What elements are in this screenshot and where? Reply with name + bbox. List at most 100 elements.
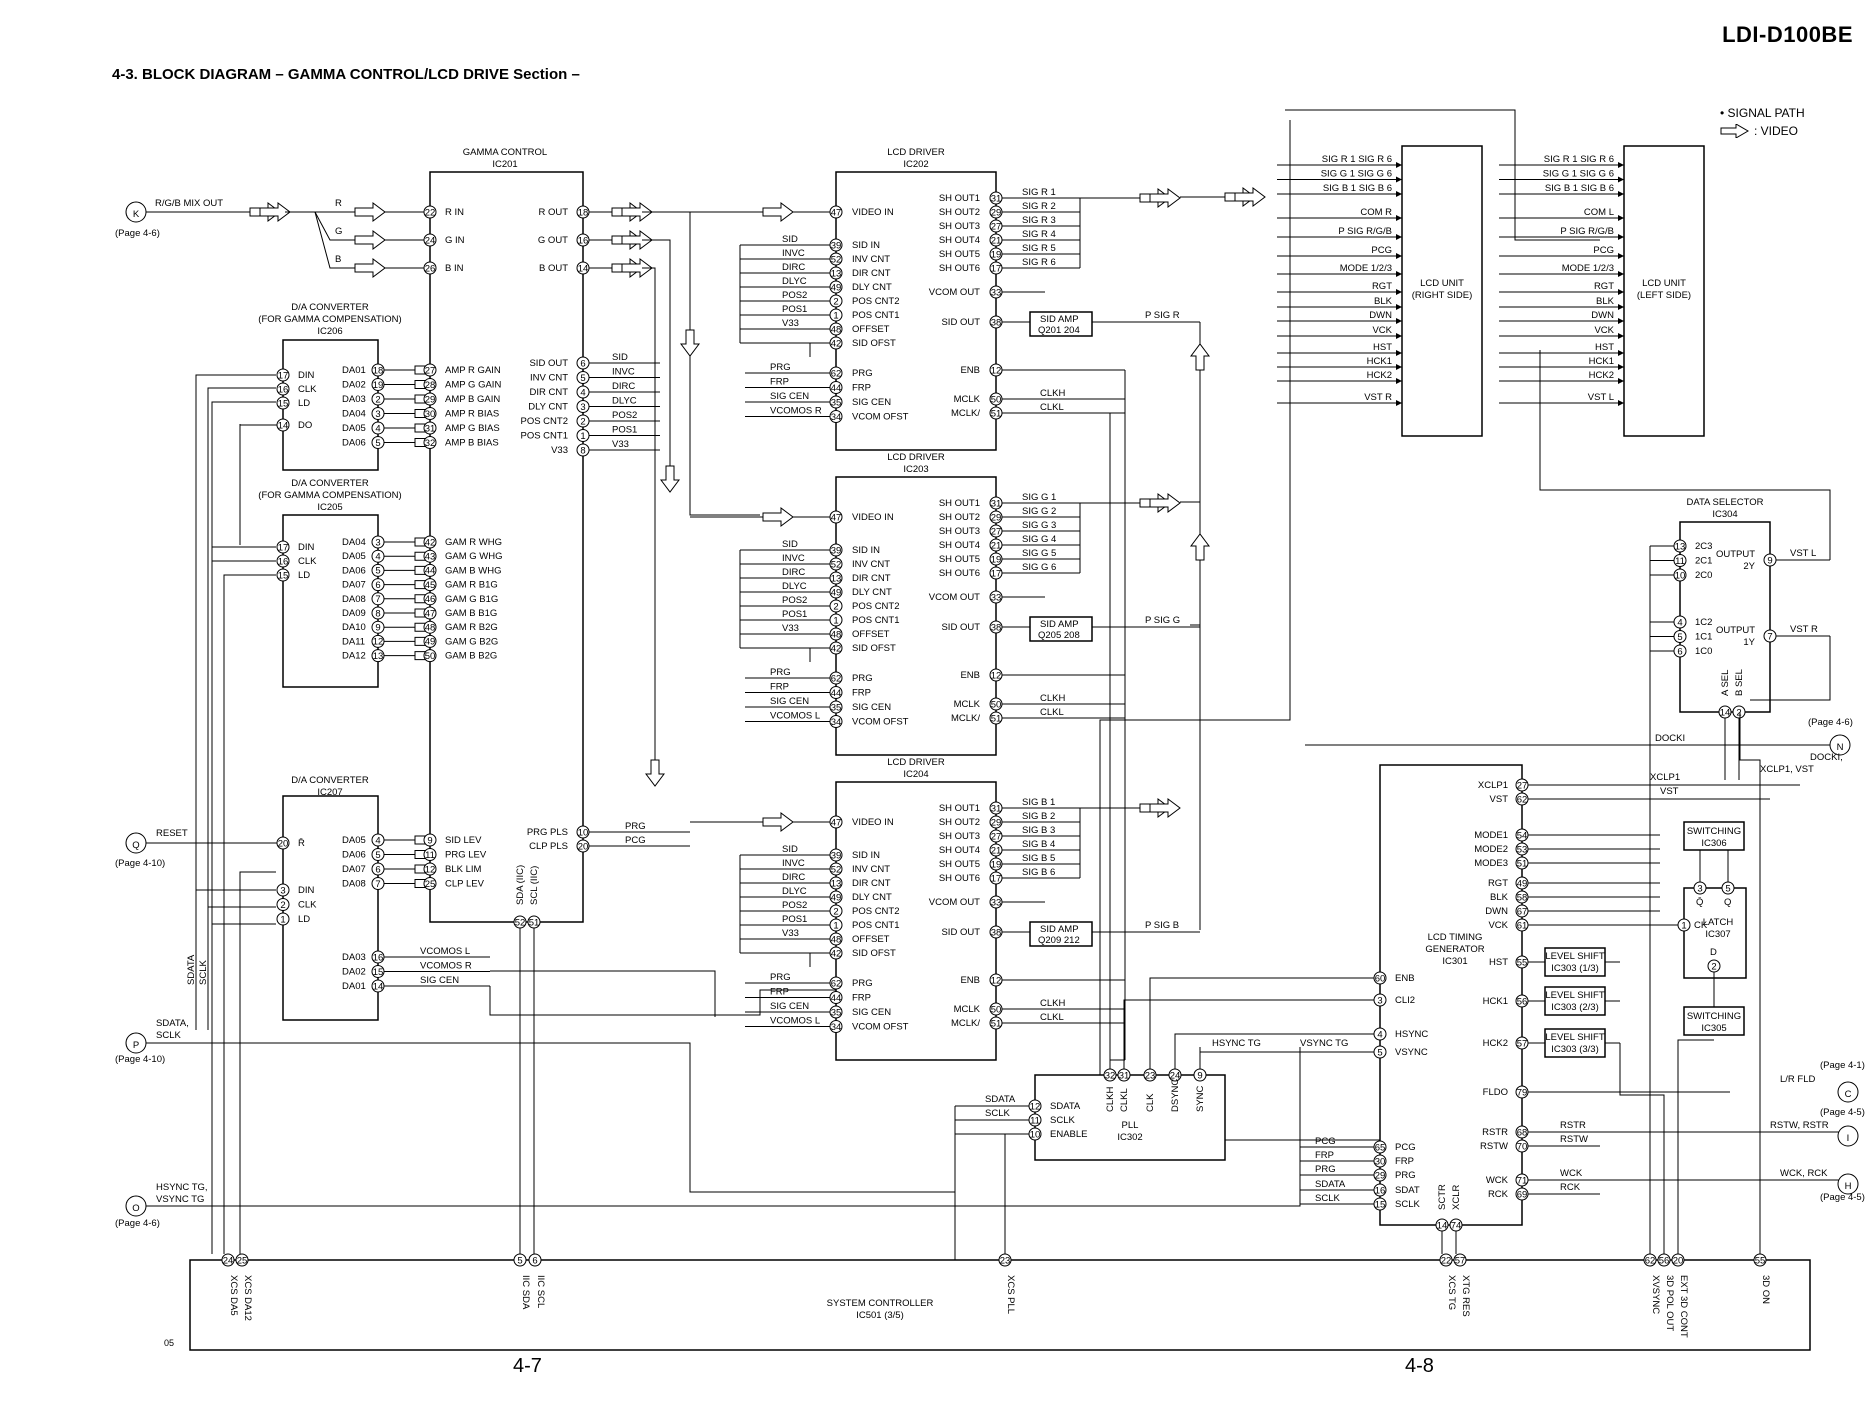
- ic206-pin-num: 17: [278, 370, 289, 381]
- ic302-pin-num: 11: [1030, 1115, 1040, 1126]
- wire: [642, 239, 671, 466]
- driver-pin-num: 35: [831, 397, 842, 408]
- driver-pin-num: 48: [831, 324, 842, 335]
- driver-pin-label: OFFSET: [852, 629, 890, 640]
- driver-pin-num: 48: [831, 629, 842, 640]
- page-ref-Q: (Page 4-10): [115, 858, 165, 869]
- lcd-unit-right-in-label: SIG R 1 SIG R 6: [1322, 154, 1392, 165]
- lcd-driver-g-block: [835, 476, 997, 756]
- ic301-pin-num: 14: [1437, 1220, 1448, 1231]
- driver-pin-label: SID OFST: [852, 948, 896, 959]
- ic501-pin-num: 23: [1000, 1255, 1011, 1266]
- psig-label: P SIG R: [1145, 310, 1180, 321]
- connector-C-letter: C: [1845, 1089, 1852, 1100]
- connector-N-letter: N: [1837, 742, 1844, 753]
- wire: [146, 1042, 955, 1193]
- ic206-pin-label: CLK: [298, 384, 317, 395]
- driver-pin-num: 49: [831, 587, 842, 598]
- arrowhead: [1618, 191, 1624, 197]
- ic302-pin-num: 12: [1030, 1101, 1041, 1112]
- ic501-pin-label: 3D POL OUT: [1664, 1275, 1675, 1331]
- ic301-left-label: SDATA: [1315, 1179, 1346, 1190]
- ic201-pin: [423, 563, 437, 577]
- ic207-pin-num: 5: [375, 850, 380, 861]
- ic301-pin-label: RGT: [1488, 878, 1508, 889]
- ic501-pin-num: 62: [1645, 1255, 1656, 1266]
- wire: [1750, 636, 1831, 701]
- lcd-unit-left-in-label: RGT: [1594, 281, 1614, 292]
- ic201-pin-num: 18: [578, 207, 589, 218]
- ic201-pin-num: 48: [425, 623, 436, 634]
- ic501-pin: [235, 1253, 249, 1267]
- driver-pin-label: SH OUT6: [939, 873, 980, 884]
- video-arrow-icon: [1190, 533, 1210, 561]
- ic301-pin-num: 69: [1517, 1189, 1528, 1200]
- arrowhead: [1396, 289, 1402, 295]
- arrowhead: [1396, 176, 1402, 183]
- ic301-pin-num: 68: [1517, 1127, 1528, 1138]
- ic305-label: SWITCHING: [1687, 1011, 1741, 1022]
- driver-low-label: VCOMOS L: [770, 1016, 820, 1027]
- ic501-pin-num: 20: [1673, 1255, 1684, 1266]
- ic301-pin-num: 29: [1375, 1170, 1386, 1181]
- ic201-pin-label: AMP G GAIN: [445, 380, 501, 391]
- ic302-block: [1034, 1074, 1226, 1161]
- driver-pin-num: 19: [991, 554, 1002, 565]
- rgb-label: R: [335, 198, 342, 209]
- driver-ctl-label: DLYC: [782, 581, 807, 592]
- driver-pin-label: VCOM OFST: [852, 1022, 909, 1033]
- ic301-left-label: SCLK: [1315, 1193, 1340, 1204]
- ic205-pin-num: 9: [375, 623, 380, 634]
- ic501-pin-label: XCS TG: [1446, 1275, 1457, 1310]
- ic201-pin-num: 50: [425, 651, 436, 662]
- ic302-pin-label: SDATA: [1050, 1101, 1081, 1112]
- driver-ctl-label: INVC: [782, 553, 805, 564]
- ic206-title: D/A CONVERTER: [291, 302, 369, 313]
- arrowhead: [1396, 364, 1402, 370]
- arrowhead: [1396, 253, 1402, 259]
- ic501-pin: [221, 1253, 235, 1267]
- driver-pin-label: SH OUT3: [939, 221, 980, 232]
- wire: [1174, 1033, 1374, 1047]
- driver-low-label: VCOMOS R: [770, 406, 822, 417]
- ic301-pin-label: PRG: [1395, 1170, 1416, 1181]
- rgb-mix-out-label: R/G/B MIX OUT: [155, 198, 223, 209]
- ic301-pin-label: BLK: [1490, 892, 1509, 903]
- driver-low-label: PRG: [770, 972, 791, 983]
- driver-pin-num: 31: [991, 193, 1002, 204]
- ic207-pin: [276, 912, 290, 926]
- ic501-pin-label: XCS PLL: [1005, 1275, 1016, 1314]
- ic304-pin-num: 14: [1720, 707, 1731, 718]
- driver-pin-label: SH OUT4: [939, 845, 980, 856]
- ic205-pin: [276, 568, 290, 582]
- driver-pin-num: 31: [991, 803, 1002, 814]
- ic304-pin-label: OUTPUT: [1716, 625, 1755, 636]
- ic207-pin: [276, 836, 290, 850]
- video-arrow-icon: [621, 230, 653, 250]
- driver-pin-label: SID OUT: [941, 317, 980, 328]
- lcd-unit-right-sub: (RIGHT SIDE): [1412, 290, 1473, 301]
- ic207-pin-num: 7: [375, 879, 380, 890]
- lcd-unit-left-in-label: HCK2: [1589, 370, 1614, 381]
- ic201-pin: [423, 862, 437, 876]
- ic501-ref: IC501 (3/5): [856, 1310, 904, 1321]
- ic301-pin-label: WCK: [1486, 1175, 1509, 1186]
- wire: [314, 211, 355, 269]
- reset-label: RESET: [156, 828, 188, 839]
- wire: [1149, 977, 1374, 1047]
- wire: [642, 211, 691, 330]
- driver-pin-label: SID OFST: [852, 643, 896, 654]
- ic302-top-label: DSYNC: [1170, 1079, 1181, 1112]
- ic207-pin-label: DA03: [342, 952, 366, 963]
- ic303-label: LEVEL SHIFT: [1545, 990, 1605, 1001]
- ic301-pin-label: VSYNC: [1395, 1047, 1428, 1058]
- connector-H: [1837, 1173, 1859, 1195]
- sid-amp-block: [1029, 311, 1093, 337]
- driver-pin-num: 50: [991, 699, 1002, 710]
- driver-pin-label: MCLK/: [951, 1018, 980, 1029]
- xclp1-label: XCLP1: [1650, 772, 1680, 783]
- ic201-pin-label: AMP R BIAS: [445, 409, 499, 420]
- ic201-pin-num: 51: [529, 917, 540, 928]
- driver-pin-num: 27: [991, 831, 1002, 842]
- ic304-out-label: VST R: [1790, 624, 1818, 635]
